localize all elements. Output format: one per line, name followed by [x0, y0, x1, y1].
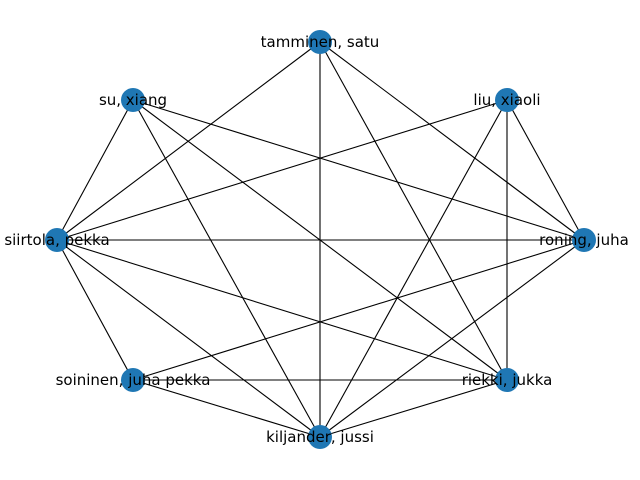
- edge-roning-kiljander: [319, 239, 585, 438]
- node-label-riekki: riekki, jukka: [462, 371, 553, 389]
- node-label-siirtola: siirtola, pekka: [4, 231, 109, 249]
- edge-siirtola-riekki: [56, 239, 508, 381]
- node-label-liu: liu, xiaoli: [473, 91, 540, 109]
- node-tamminen: [308, 30, 332, 54]
- edge-su-siirtola: [56, 99, 134, 241]
- edges-layer: [56, 41, 585, 438]
- node-label-soininen: soininen, juha pekka: [56, 371, 211, 389]
- edge-siirtola-kiljander: [56, 239, 321, 438]
- node-siirtola: [45, 228, 69, 252]
- edge-soininen-kiljander: [132, 379, 321, 438]
- edge-liu-kiljander: [319, 99, 508, 438]
- node-liu: [495, 88, 519, 112]
- node-label-su: su, xiang: [99, 91, 167, 109]
- nodes-layer: [45, 30, 596, 449]
- edge-riekki-kiljander: [319, 379, 508, 438]
- edge-su-kiljander: [132, 99, 321, 438]
- edge-roning-soininen: [132, 239, 585, 381]
- node-label-kiljander: kiljander, jussi: [266, 428, 374, 446]
- edge-siirtola-soininen: [56, 239, 134, 381]
- node-roning: [572, 228, 596, 252]
- node-su: [121, 88, 145, 112]
- node-riekki: [495, 368, 519, 392]
- edge-tamminen-riekki: [319, 41, 508, 381]
- edge-liu-roning: [506, 99, 585, 241]
- labels-layer: tamminen, satu su, xiang liu, xiaoli siirto…: [4, 33, 628, 446]
- node-label-roning: roning, juha: [539, 231, 629, 249]
- edge-tamminen-roning: [319, 41, 585, 241]
- node-kiljander: [308, 425, 332, 449]
- node-soininen: [121, 368, 145, 392]
- edge-su-roning: [132, 99, 585, 241]
- edge-liu-siirtola: [56, 99, 508, 241]
- node-label-tamminen: tamminen, satu: [261, 33, 380, 51]
